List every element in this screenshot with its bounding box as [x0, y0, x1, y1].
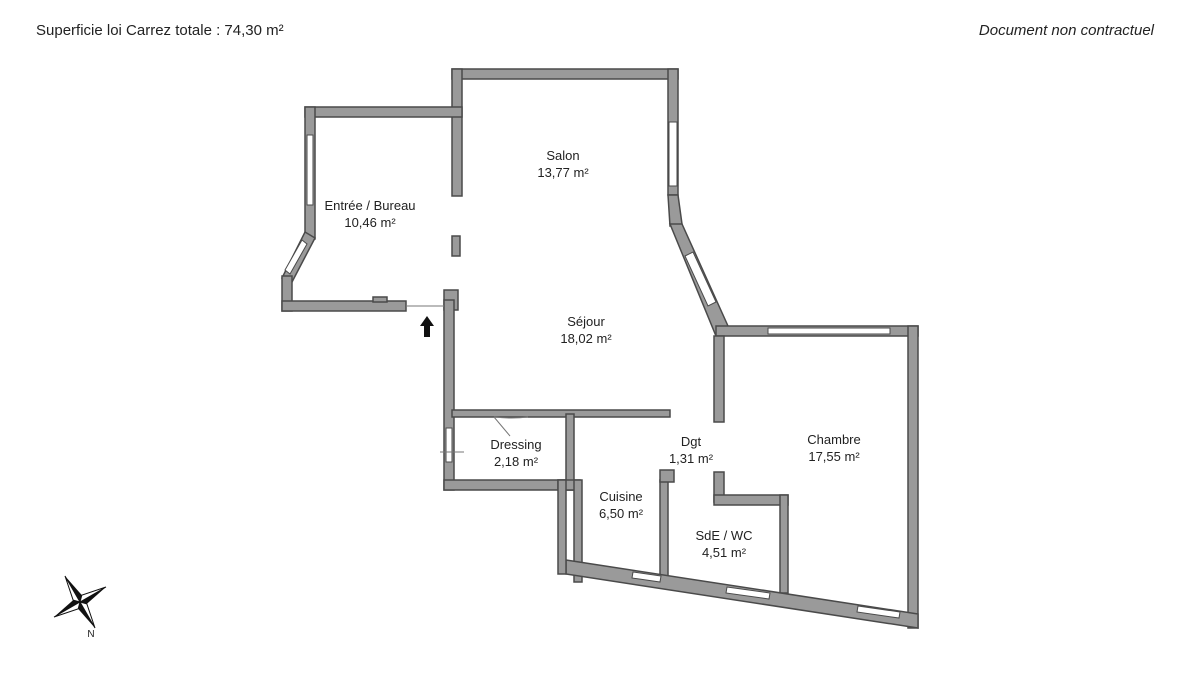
wall-bottom-left: [557, 479, 567, 575]
room-name-sde: SdE / WC: [695, 528, 752, 543]
wall-dressing-top: [451, 409, 671, 418]
room-area-sejour: 18,02 m²: [560, 331, 612, 346]
wall-cuisine-left: [573, 479, 583, 583]
wall-dressing-bottom: [443, 479, 575, 491]
window-cuisine: [631, 571, 662, 583]
room-area-entree: 10,46 m²: [344, 215, 396, 230]
room-area-dressing: 2,18 m²: [494, 454, 539, 469]
room-area-chambre: 17,55 m²: [808, 449, 860, 464]
room-area-sde: 4,51 m²: [702, 545, 747, 560]
room-name-dressing: Dressing: [490, 437, 541, 452]
wall-salon-corner: [667, 194, 683, 227]
compass-north-label: N: [87, 629, 94, 640]
wall-sde-top: [713, 494, 789, 506]
wall-salon-left: [451, 68, 463, 197]
windows: [284, 121, 901, 619]
wall-chambre-right: [907, 325, 919, 629]
entrance-arrow-icon: [420, 316, 434, 337]
room-name-sejour: Séjour: [567, 314, 605, 329]
door-dressing: [493, 416, 529, 437]
wall-entree-top: [304, 106, 463, 118]
window-chambre: [767, 327, 891, 335]
window-diagonal: [684, 251, 717, 307]
walls: [280, 68, 919, 629]
room-area-dgt: 1,31 m²: [669, 451, 714, 466]
wall-chambre-left-upper: [713, 335, 725, 423]
wall-partition-stub: [451, 235, 461, 257]
wall-cuisine-nib: [659, 469, 675, 483]
wall-cuisine-right: [659, 479, 669, 579]
disclaimer-label: Document non contractuel: [978, 22, 1154, 39]
window-dressing: [445, 427, 453, 463]
wall-sde-right: [779, 494, 789, 594]
window-sde: [725, 586, 771, 600]
window-chambre-bottom: [856, 605, 901, 619]
compass-rose-icon: [53, 575, 107, 629]
total-area-label: Superficie loi Carrez totale : 74,30 m²: [36, 22, 284, 39]
doors: [406, 305, 529, 453]
room-name-cuisine: Cuisine: [599, 489, 642, 504]
room-labels: Entrée / Bureau 10,46 m² Salon 13,77 m² …: [324, 148, 860, 560]
window-entree-diagonal: [284, 239, 308, 275]
room-name-salon: Salon: [546, 148, 579, 163]
wall-dressing-right: [565, 413, 575, 491]
room-name-dgt: Dgt: [681, 434, 702, 449]
room-name-entree: Entrée / Bureau: [324, 198, 415, 213]
window-entree-left: [306, 134, 314, 206]
room-name-chambre: Chambre: [807, 432, 860, 447]
room-area-cuisine: 6,50 m²: [599, 506, 644, 521]
wall-salon-top: [451, 68, 679, 80]
room-area-salon: 13,77 m²: [537, 165, 589, 180]
wall-entree-nib: [372, 296, 388, 303]
window-salon: [668, 121, 678, 187]
